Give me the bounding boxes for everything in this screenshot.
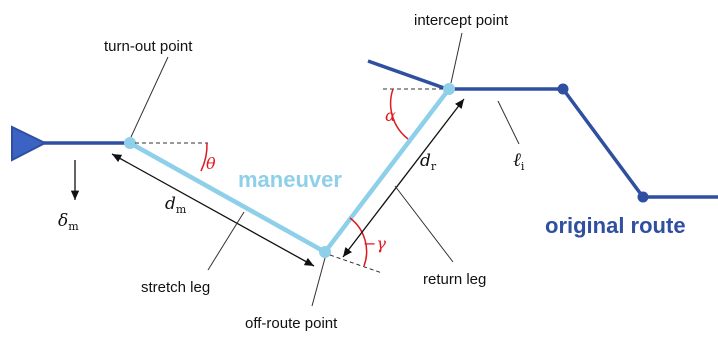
aircraft-marker	[11, 125, 48, 162]
route-waypoint	[557, 83, 569, 95]
theta-symbol: θ	[206, 154, 216, 173]
symbol-subscript: m	[68, 220, 79, 233]
turn-out-point-leader	[130, 56, 169, 138]
turn-out-point-marker	[124, 137, 136, 149]
off-route-point-leader	[311, 257, 326, 307]
symbol-subscript: m	[176, 203, 187, 216]
segment-length-symbol: ℓi	[513, 149, 525, 173]
return-leg-label: return leg	[423, 271, 486, 288]
intercept-point-leader	[450, 32, 463, 84]
offset-symbol: δm	[58, 211, 79, 233]
heading-reference-dashed	[329, 254, 383, 274]
symbol-main: δ	[58, 211, 68, 231]
symbol-main: d	[165, 194, 176, 214]
return-distance-symbol: dr	[420, 151, 437, 173]
symbol-subscript: r	[431, 160, 437, 173]
intercept-point-marker	[443, 83, 455, 95]
symbol-subscript: i	[521, 160, 525, 173]
original-route-title: original route	[545, 213, 686, 238]
maneuver-title: maneuver	[238, 167, 342, 192]
alpha-symbol: α	[385, 106, 396, 125]
ell-leader	[497, 100, 520, 145]
symbol-main: d	[420, 151, 431, 171]
neg-gamma-symbol: −γ	[363, 234, 386, 253]
stretch-leg-dimension-arrow	[111, 153, 315, 267]
stretch-distance-symbol: dm	[165, 194, 187, 216]
off-route-point-label: off-route point	[245, 315, 338, 332]
return-leg-dimension-arrow	[342, 98, 465, 258]
stretch-leg-label: stretch leg	[141, 279, 210, 296]
turn-out-point-label: turn-out point	[104, 38, 193, 55]
stretch-leg-leader	[207, 211, 245, 271]
return-leg-leader	[394, 185, 454, 263]
off-route-point-marker	[319, 246, 331, 258]
intercept-point-label: intercept point	[414, 12, 509, 29]
symbol-main: ℓ	[513, 149, 521, 171]
route-waypoint	[637, 191, 649, 203]
